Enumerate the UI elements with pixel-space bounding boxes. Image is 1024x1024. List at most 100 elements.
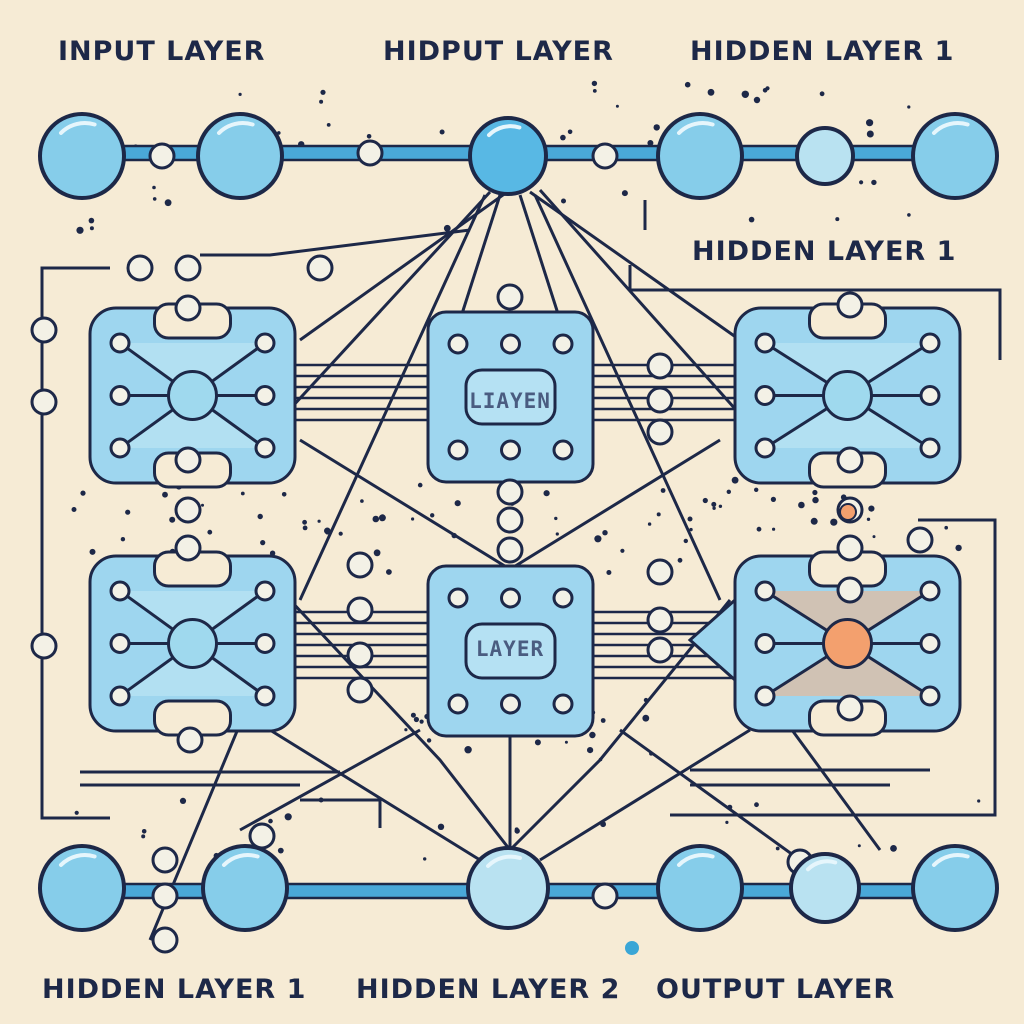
dot bbox=[302, 519, 307, 525]
dot bbox=[812, 496, 819, 504]
dot bbox=[753, 96, 761, 104]
frame-wires bbox=[40, 200, 1002, 828]
block-pin bbox=[447, 333, 469, 355]
block-pin bbox=[500, 333, 521, 355]
block-lower-center bbox=[426, 564, 595, 738]
node-highlight bbox=[217, 121, 255, 135]
dot bbox=[302, 525, 308, 531]
block-pin bbox=[254, 385, 276, 406]
dot bbox=[602, 530, 608, 536]
dot bbox=[319, 99, 324, 104]
connector-node bbox=[174, 446, 202, 474]
label-hidden-layer-2: HIDDEN LAYER 2 bbox=[356, 974, 621, 1005]
dot bbox=[120, 537, 126, 542]
dot bbox=[866, 119, 874, 127]
node-highlight bbox=[806, 859, 838, 872]
block-pin bbox=[109, 385, 131, 406]
connector-node bbox=[176, 726, 204, 754]
connector-node bbox=[836, 694, 864, 722]
connector-node bbox=[906, 526, 934, 554]
bus-node bbox=[38, 844, 126, 932]
connector-node bbox=[496, 283, 524, 311]
dot bbox=[514, 828, 520, 834]
dot bbox=[741, 90, 749, 99]
dot bbox=[647, 140, 654, 146]
dot bbox=[871, 179, 877, 186]
dot bbox=[411, 517, 415, 521]
dot bbox=[689, 527, 693, 532]
block-pin bbox=[109, 580, 131, 602]
dot bbox=[417, 482, 423, 488]
block-pin bbox=[447, 439, 469, 461]
dot bbox=[372, 515, 380, 523]
dot bbox=[464, 746, 472, 754]
dot bbox=[868, 505, 875, 512]
dot bbox=[284, 813, 292, 821]
block-pin bbox=[109, 332, 131, 354]
dot bbox=[152, 197, 157, 201]
node-highlight bbox=[222, 853, 260, 867]
dot bbox=[268, 818, 273, 824]
dot bbox=[660, 488, 666, 493]
connector-node bbox=[496, 536, 524, 564]
core-node bbox=[822, 370, 873, 421]
connector-node bbox=[496, 506, 524, 534]
dot bbox=[430, 513, 435, 518]
block-lower-left bbox=[88, 550, 297, 737]
block-tab bbox=[687, 596, 737, 684]
block-pin bbox=[254, 633, 276, 654]
dot bbox=[592, 89, 597, 93]
connector-node bbox=[836, 534, 864, 562]
dot bbox=[907, 213, 911, 217]
dot bbox=[89, 226, 94, 231]
dot bbox=[955, 544, 962, 552]
block-pin bbox=[919, 332, 941, 354]
connector-node bbox=[346, 596, 374, 624]
connector-node bbox=[30, 316, 58, 344]
connector-node bbox=[174, 496, 202, 524]
bus-node bbox=[38, 112, 126, 200]
bus-node bbox=[468, 116, 548, 196]
block-pin bbox=[254, 437, 276, 459]
dot bbox=[281, 492, 287, 497]
connector-node bbox=[496, 478, 524, 506]
dot bbox=[454, 500, 461, 507]
bus-node bbox=[466, 846, 550, 930]
dot bbox=[687, 516, 693, 522]
dot bbox=[164, 199, 172, 207]
connector-node bbox=[346, 676, 374, 704]
dot bbox=[169, 516, 176, 523]
node-highlight bbox=[932, 853, 970, 867]
bus-node bbox=[789, 852, 861, 924]
hot-node bbox=[822, 618, 873, 669]
dot bbox=[437, 823, 445, 830]
bus-node bbox=[911, 112, 999, 200]
connector-node bbox=[306, 254, 334, 282]
accent-node bbox=[839, 503, 857, 521]
dot bbox=[320, 89, 326, 95]
dot bbox=[404, 728, 408, 732]
dot bbox=[554, 516, 558, 521]
bus-node bbox=[201, 844, 289, 932]
node-highlight bbox=[932, 121, 970, 135]
block-pin bbox=[552, 693, 574, 715]
dot bbox=[201, 503, 204, 507]
block-pin bbox=[754, 332, 776, 354]
connector-nodes bbox=[30, 139, 934, 955]
dot bbox=[76, 226, 84, 234]
dot bbox=[543, 490, 550, 497]
connector-node bbox=[836, 576, 864, 604]
dot bbox=[589, 731, 596, 739]
dot bbox=[711, 501, 717, 507]
dot bbox=[152, 185, 156, 190]
dot bbox=[325, 530, 330, 535]
dot bbox=[366, 134, 372, 139]
dot bbox=[386, 569, 392, 575]
block-pin bbox=[254, 580, 276, 602]
dot bbox=[819, 91, 825, 97]
block-lower-right bbox=[733, 550, 962, 737]
connector-node bbox=[151, 846, 179, 874]
dot bbox=[419, 719, 424, 724]
connector-node bbox=[646, 386, 674, 414]
